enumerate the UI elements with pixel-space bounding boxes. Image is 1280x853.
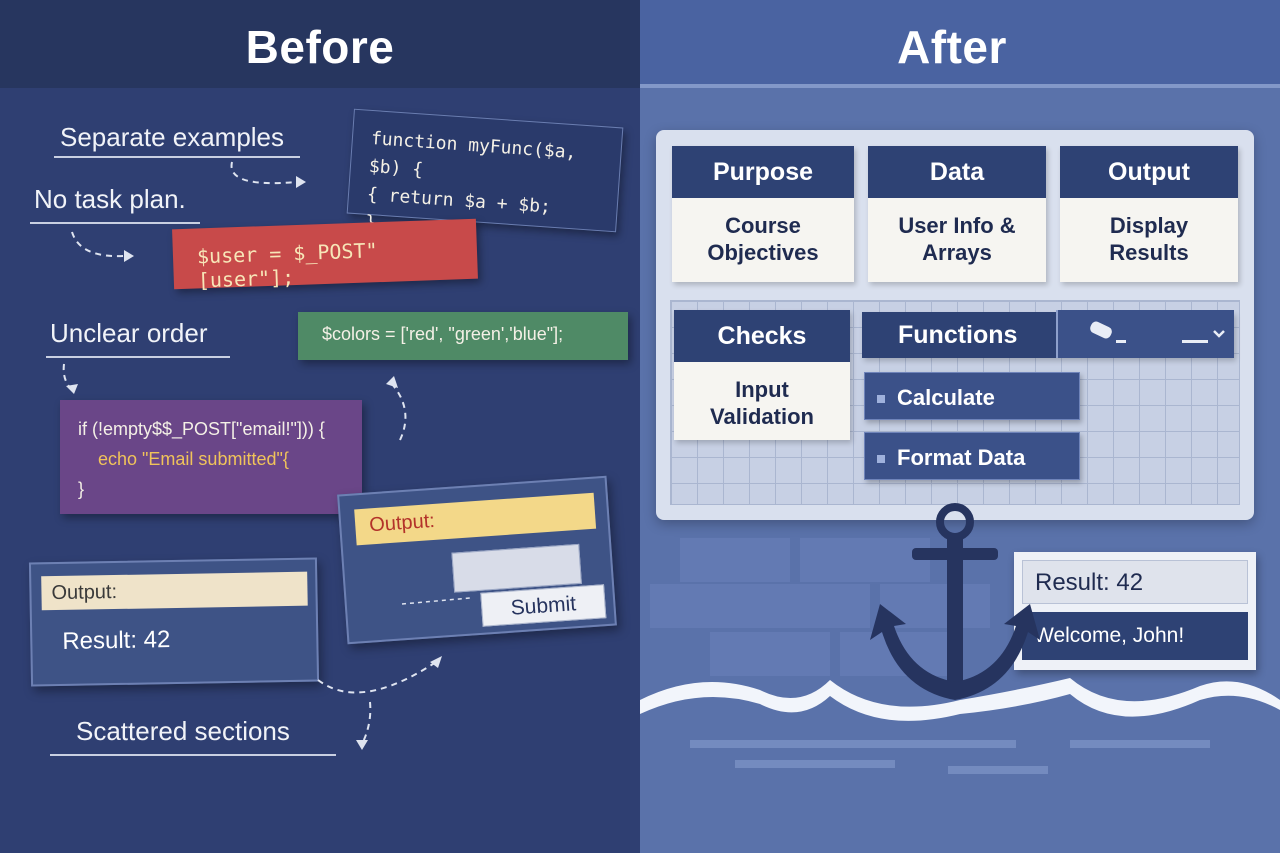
- tile-head: Purpose: [672, 146, 854, 198]
- tile-data: Data User Info & Arrays: [868, 146, 1046, 282]
- after-header: [640, 0, 1280, 88]
- tile-head: Data: [868, 146, 1046, 198]
- welcome-text: Welcome, John!: [1022, 612, 1248, 660]
- before-title: Before: [245, 21, 395, 73]
- tile-body: User Info & Arrays: [868, 198, 1046, 266]
- function-item-calculate[interactable]: Calculate: [864, 372, 1080, 420]
- note-underline: [46, 356, 230, 358]
- tile-body: Input Validation: [674, 362, 850, 430]
- tile-body: Course Objectives: [672, 198, 854, 266]
- toolbar-dash: [1182, 340, 1208, 343]
- bullet-icon: [877, 395, 885, 404]
- after-title: After: [897, 21, 1007, 73]
- water-line: [948, 766, 1048, 774]
- tile-purpose: Purpose Course Objectives: [672, 146, 854, 282]
- tile-line: Validation: [710, 404, 814, 429]
- water-line: [1070, 740, 1210, 748]
- note-no-task-plan: No task plan.: [34, 184, 186, 214]
- tile-line: Display: [1109, 213, 1189, 238]
- code-line: echo "Email submitted"{: [78, 444, 344, 474]
- bullet-icon: [877, 455, 885, 464]
- tile-checks: Checks Input Validation: [674, 310, 850, 440]
- tile-head: Checks: [674, 310, 850, 362]
- tile-line: Objectives: [707, 240, 819, 265]
- anchor-icon: [870, 503, 1040, 700]
- functions-toolbar[interactable]: [1056, 310, 1234, 358]
- tile-line: User Info &: [898, 213, 1016, 238]
- dashed-link: [401, 597, 471, 605]
- note-scattered-sections: Scattered sections: [76, 716, 290, 746]
- result-text: Result: 42: [1022, 560, 1248, 604]
- code-line: }: [78, 479, 85, 499]
- note-underline: [50, 754, 336, 756]
- water-line: [690, 740, 1016, 748]
- curved-arrow-icon: [62, 161, 437, 745]
- before-header: [0, 0, 640, 88]
- tile-body: Display Results: [1060, 198, 1238, 266]
- function-label: Calculate: [897, 385, 995, 410]
- toolbar-svg: [1090, 321, 1225, 343]
- dropdown-chevron-icon[interactable]: [1213, 330, 1225, 338]
- brick: [710, 632, 830, 676]
- arrowhead-icons: [66, 176, 442, 750]
- brick-wall: [640, 520, 1280, 700]
- note-separate-examples: Separate examples: [60, 122, 285, 152]
- tile-output: Output Display Results: [1060, 146, 1238, 282]
- note-underline: [54, 156, 300, 158]
- brick: [680, 538, 790, 582]
- tile-line: Results: [1109, 240, 1189, 265]
- brick: [650, 584, 740, 628]
- code-card-colors: $colors = ['red', "green','blue"];: [298, 312, 628, 360]
- water-line: [735, 760, 895, 768]
- tile-line: Arrays: [922, 240, 992, 265]
- code-card-if: if (!empty$$_POST["email!"])) { echo "Em…: [60, 400, 362, 514]
- function-item-format-data[interactable]: Format Data: [864, 432, 1080, 480]
- function-label: Format Data: [897, 445, 1026, 470]
- code-line: if (!empty$$_POST["email!"])) {: [78, 419, 325, 439]
- note-underline: [30, 222, 200, 224]
- brick: [800, 538, 930, 582]
- tile-line: Course: [725, 213, 801, 238]
- tile-line: Input: [735, 377, 789, 402]
- tile-head: Output: [1060, 146, 1238, 198]
- eraser-icon: [1090, 321, 1126, 343]
- wave-shape: [640, 678, 1280, 721]
- result-card: Result: 42 Welcome, John!: [1014, 552, 1256, 670]
- note-unclear-order: Unclear order: [50, 318, 208, 348]
- brick: [740, 584, 870, 628]
- echo-text: echo "Email submitted"{: [98, 449, 289, 469]
